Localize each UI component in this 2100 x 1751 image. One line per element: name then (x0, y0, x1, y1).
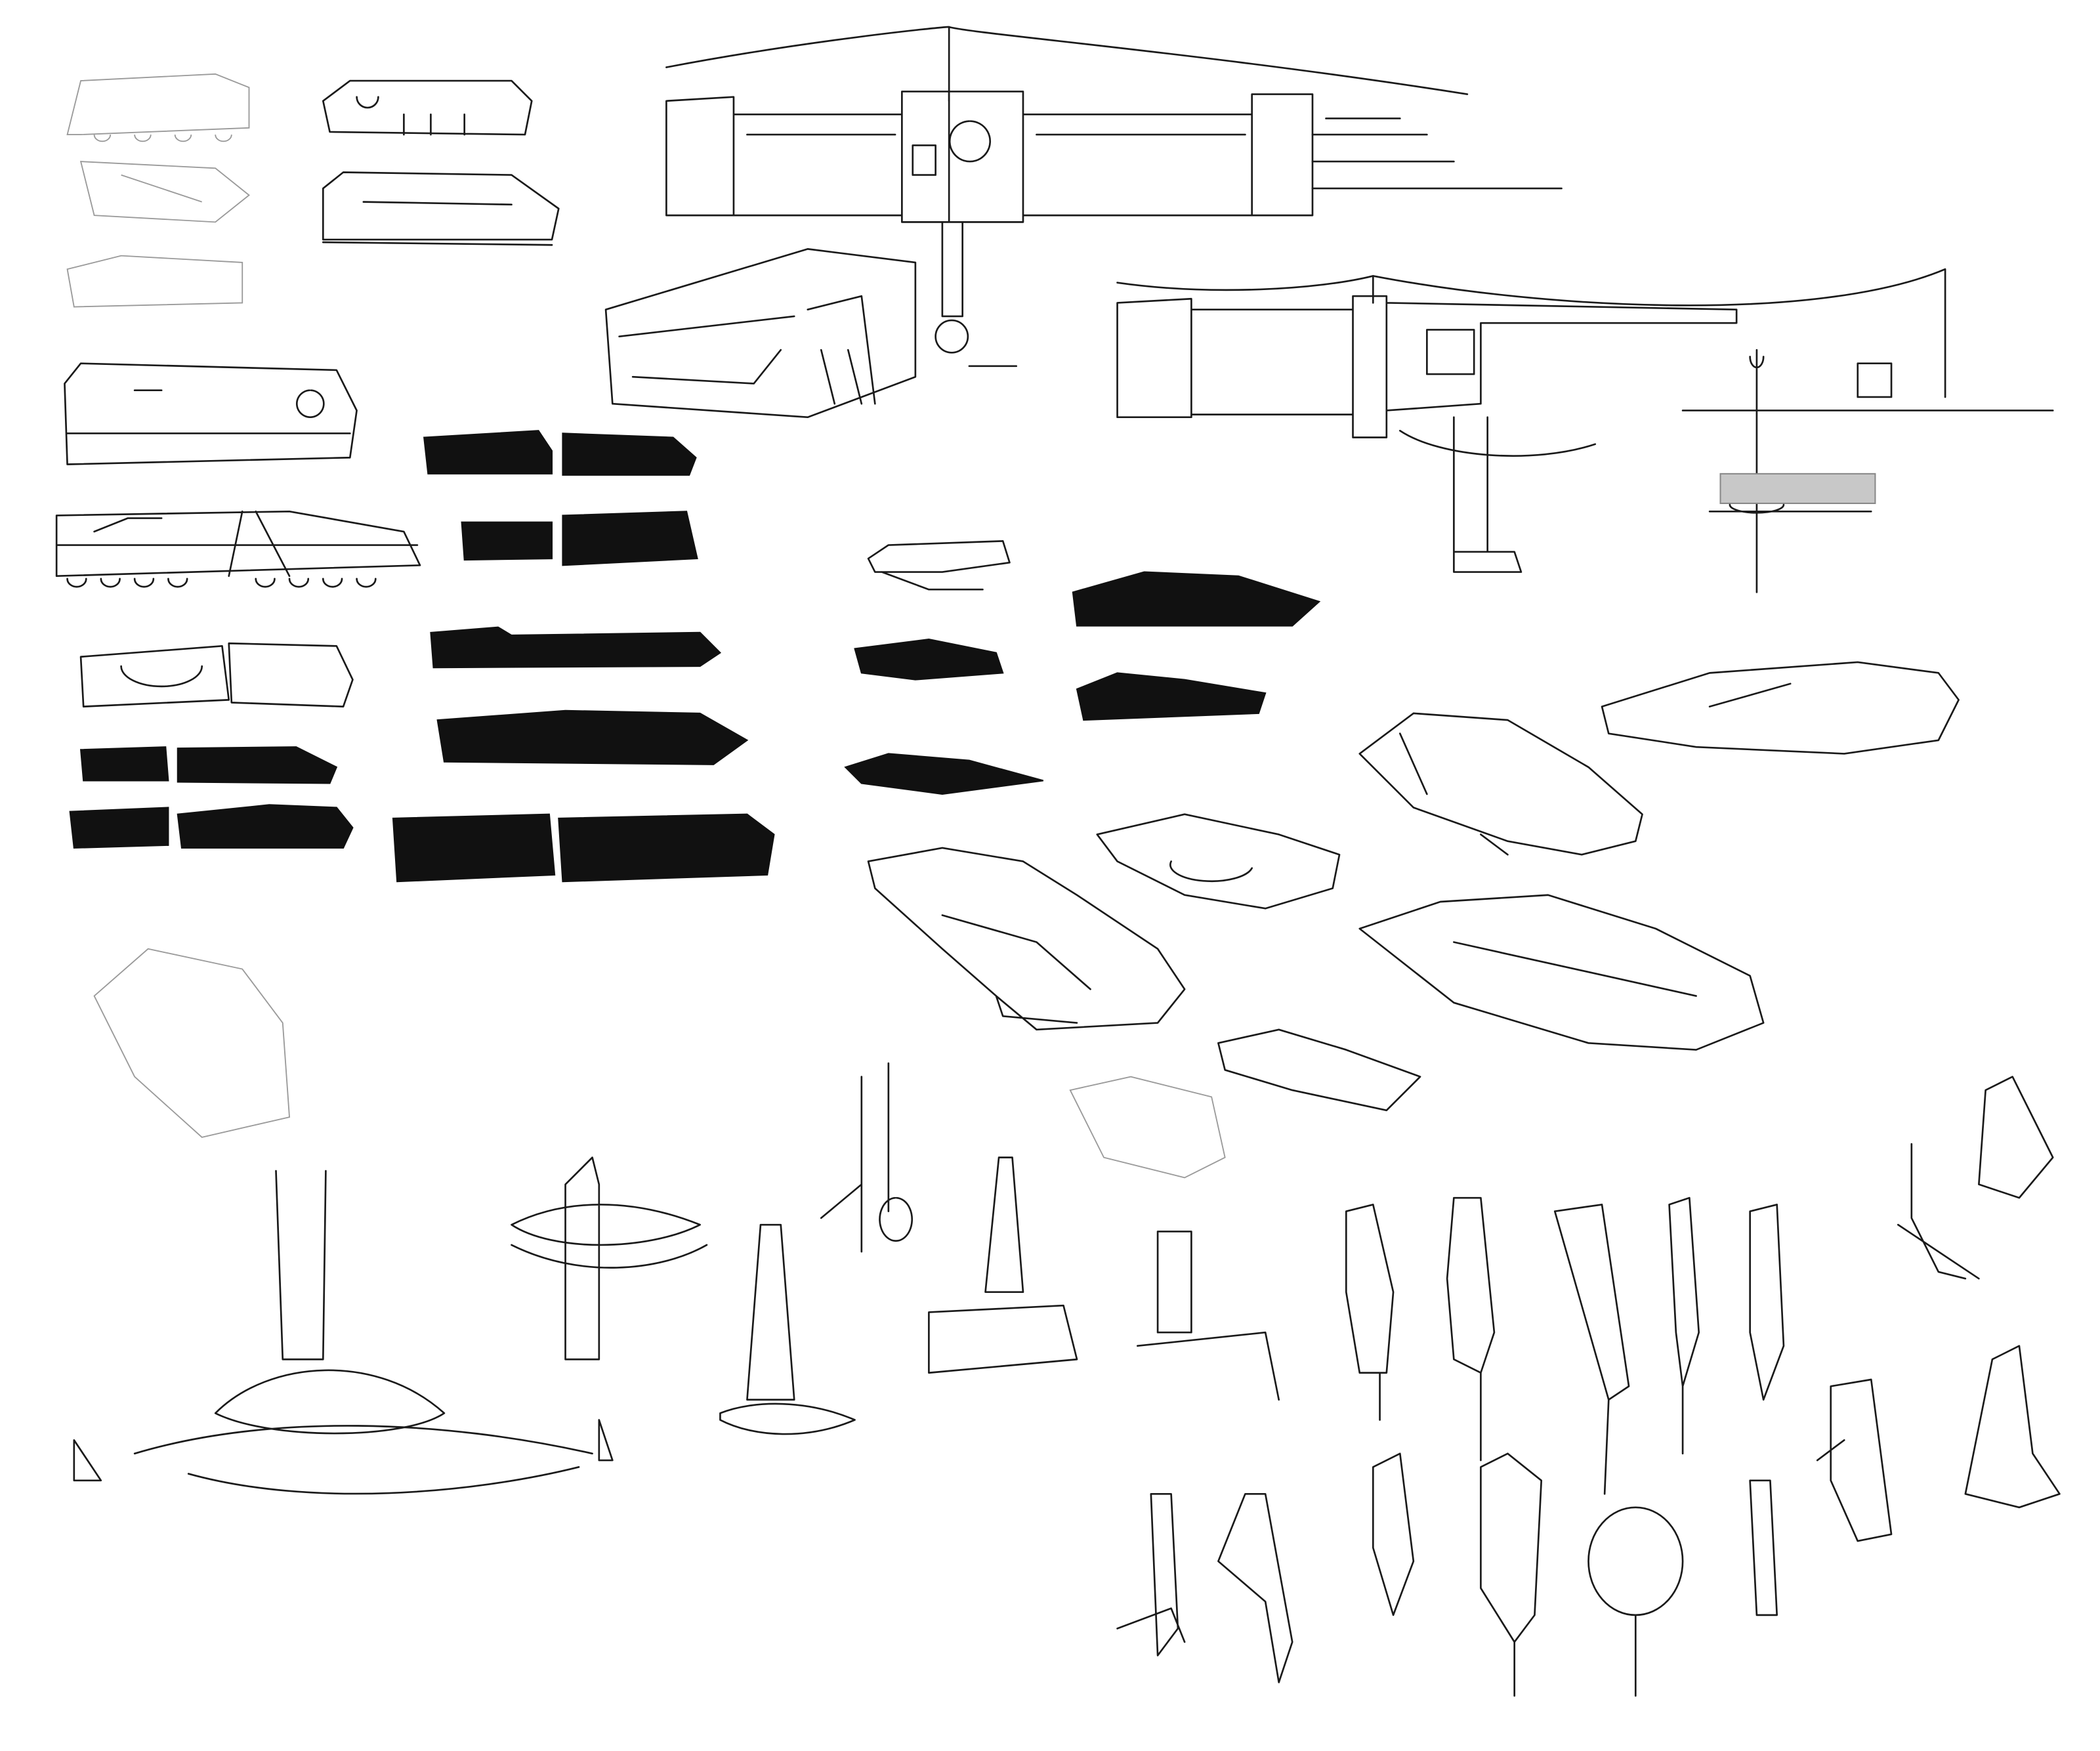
black-silhouettes (69, 430, 1321, 883)
spire-sketches (1116, 1076, 2061, 1697)
perspective-train (604, 248, 917, 419)
grey-marker-rect (1719, 473, 1876, 504)
space-station-right (1116, 268, 2054, 593)
tower-sketches (73, 1062, 1280, 1495)
space-station-top (665, 26, 1563, 368)
train-sketches (55, 73, 560, 707)
car-sketches (93, 661, 1960, 1179)
